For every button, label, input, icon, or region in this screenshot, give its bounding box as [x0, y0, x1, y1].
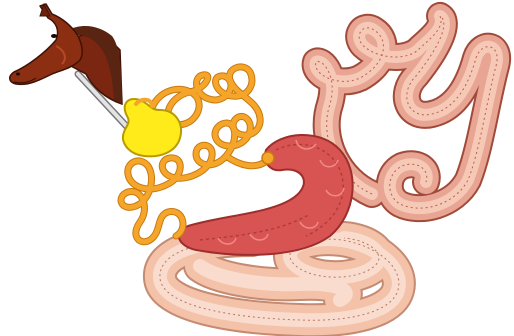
horse-nostril: [16, 73, 20, 76]
ileocecal-junction: [262, 152, 274, 164]
horse-eye: [51, 34, 57, 38]
horse-head: [10, 4, 122, 104]
